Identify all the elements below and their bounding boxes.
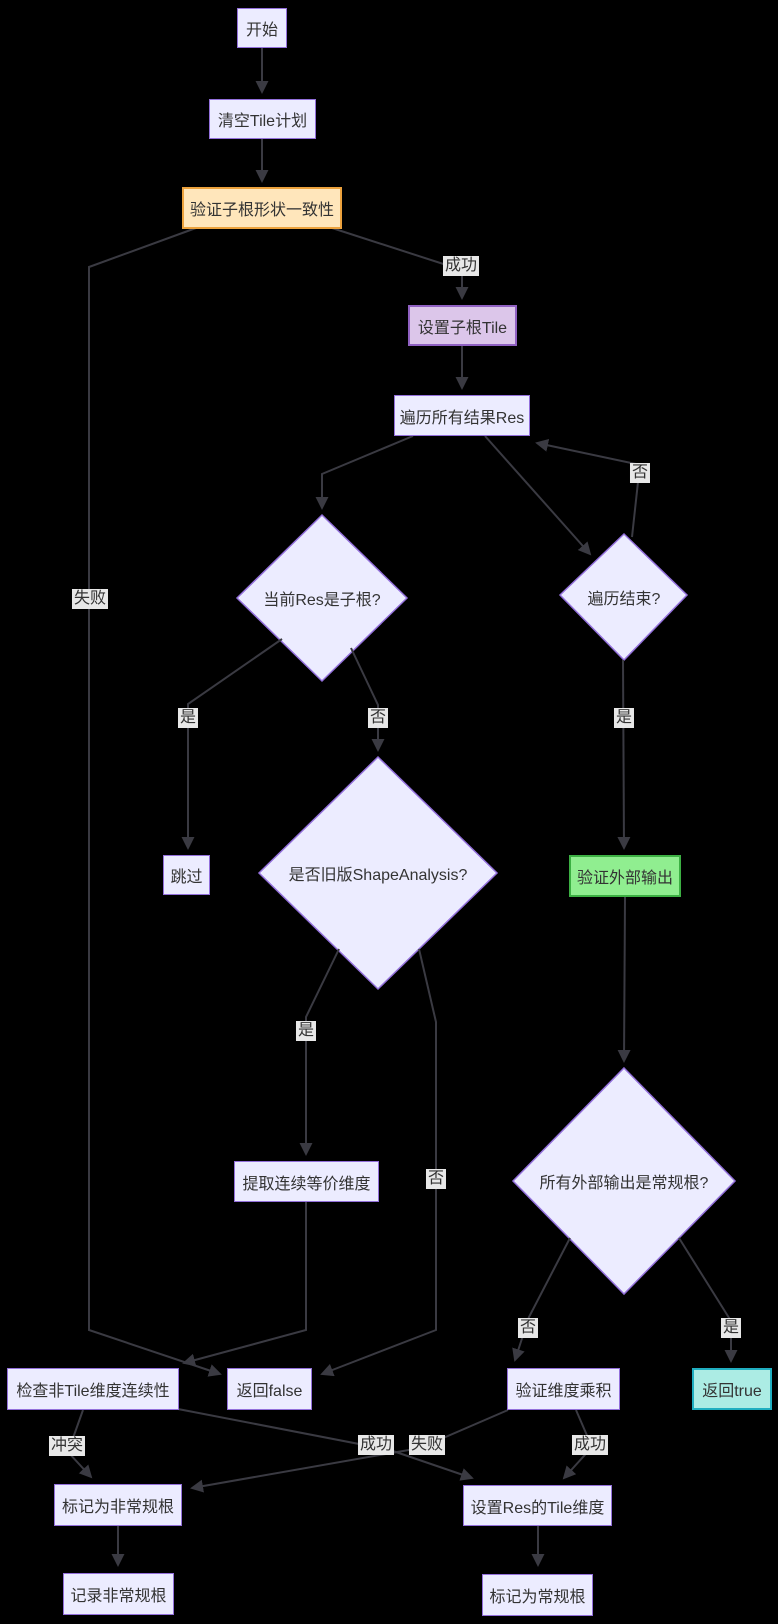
node-start: 开始 <box>237 8 287 48</box>
node-check-non-tile-dims: 检查非Tile维度连续性 <box>7 1368 179 1410</box>
edge-label-yes-skip: 是 <box>177 708 199 728</box>
node-set-res-tile-dims: 设置Res的Tile维度 <box>463 1485 612 1526</box>
edge-current-yes-skip <box>181 638 283 850</box>
node-extract-equiv-dims: 提取连续等价维度 <box>234 1161 379 1202</box>
edge-verify-shape-fail <box>88 227 222 1377</box>
edge-label-yes-outputs: 是 <box>720 1318 742 1338</box>
node-skip: 跳过 <box>163 855 210 895</box>
node-verify-external-output: 验证外部输出 <box>569 855 681 897</box>
edge-done-no-loop <box>535 438 640 538</box>
edge-label-no-to-shape-analysis: 否 <box>367 708 389 728</box>
edge-extract-to-check <box>182 1202 307 1367</box>
node-return-false: 返回false <box>227 1368 312 1410</box>
edge-label-yes-extract: 是 <box>295 1021 317 1041</box>
edge-iterate-to-done <box>484 435 592 556</box>
node-return-true: 返回true <box>692 1368 772 1410</box>
edge-label-success-product: 成功 <box>571 1435 609 1455</box>
node-verify-dim-product: 验证维度乘积 <box>507 1368 620 1410</box>
label-legacy-shape-analysis: 是否旧版ShapeAnalysis? <box>288 867 468 884</box>
node-record-irregular: 记录非常规根 <box>63 1573 174 1615</box>
label-all-outputs-regular: 所有外部输出是常规根? <box>539 1175 709 1192</box>
diamond-legacy-shape-analysis <box>257 755 499 991</box>
diamond-is-current-res-subroot <box>235 513 409 683</box>
diamond-all-outputs-regular <box>511 1066 737 1296</box>
edge-sa-yes-extract <box>299 948 340 1156</box>
edge-label-yes-iteration-done: 是 <box>613 708 635 728</box>
edge-label-fail-left: 失败 <box>71 589 109 609</box>
edge-label-no-loop: 否 <box>629 463 651 483</box>
edge-label-success-top: 成功 <box>442 256 480 276</box>
node-mark-irregular: 标记为非常规根 <box>54 1484 182 1526</box>
edge-outputs-no-product <box>512 1237 571 1362</box>
label-is-current-res-subroot: 当前Res是子根? <box>263 592 381 609</box>
node-mark-regular: 标记为常规根 <box>482 1574 593 1616</box>
edge-done-yes-verify-ext <box>617 659 631 850</box>
label-iteration-done: 遍历结束? <box>587 591 661 608</box>
edge-label-no-outputs: 否 <box>517 1318 539 1338</box>
edge-current-no-shape-analysis <box>350 647 385 752</box>
edge-label-success-check: 成功 <box>357 1435 395 1455</box>
edge-label-fail-product: 失败 <box>408 1435 446 1455</box>
node-clear-tile-plan: 清空Tile计划 <box>209 99 316 139</box>
node-iterate-results: 遍历所有结果Res <box>394 395 530 436</box>
edge-label-no-shape-analysis: 否 <box>425 1169 447 1189</box>
node-set-subroot-tile: 设置子根Tile <box>408 305 517 346</box>
edge-verify-ext-to-outputs <box>617 896 631 1063</box>
edge-outputs-yes-true <box>678 1237 738 1363</box>
node-verify-subroot-shape: 验证子根形状一致性 <box>182 187 342 229</box>
edge-iterate-to-current <box>315 435 414 510</box>
edge-label-conflict: 冲突 <box>48 1436 86 1456</box>
